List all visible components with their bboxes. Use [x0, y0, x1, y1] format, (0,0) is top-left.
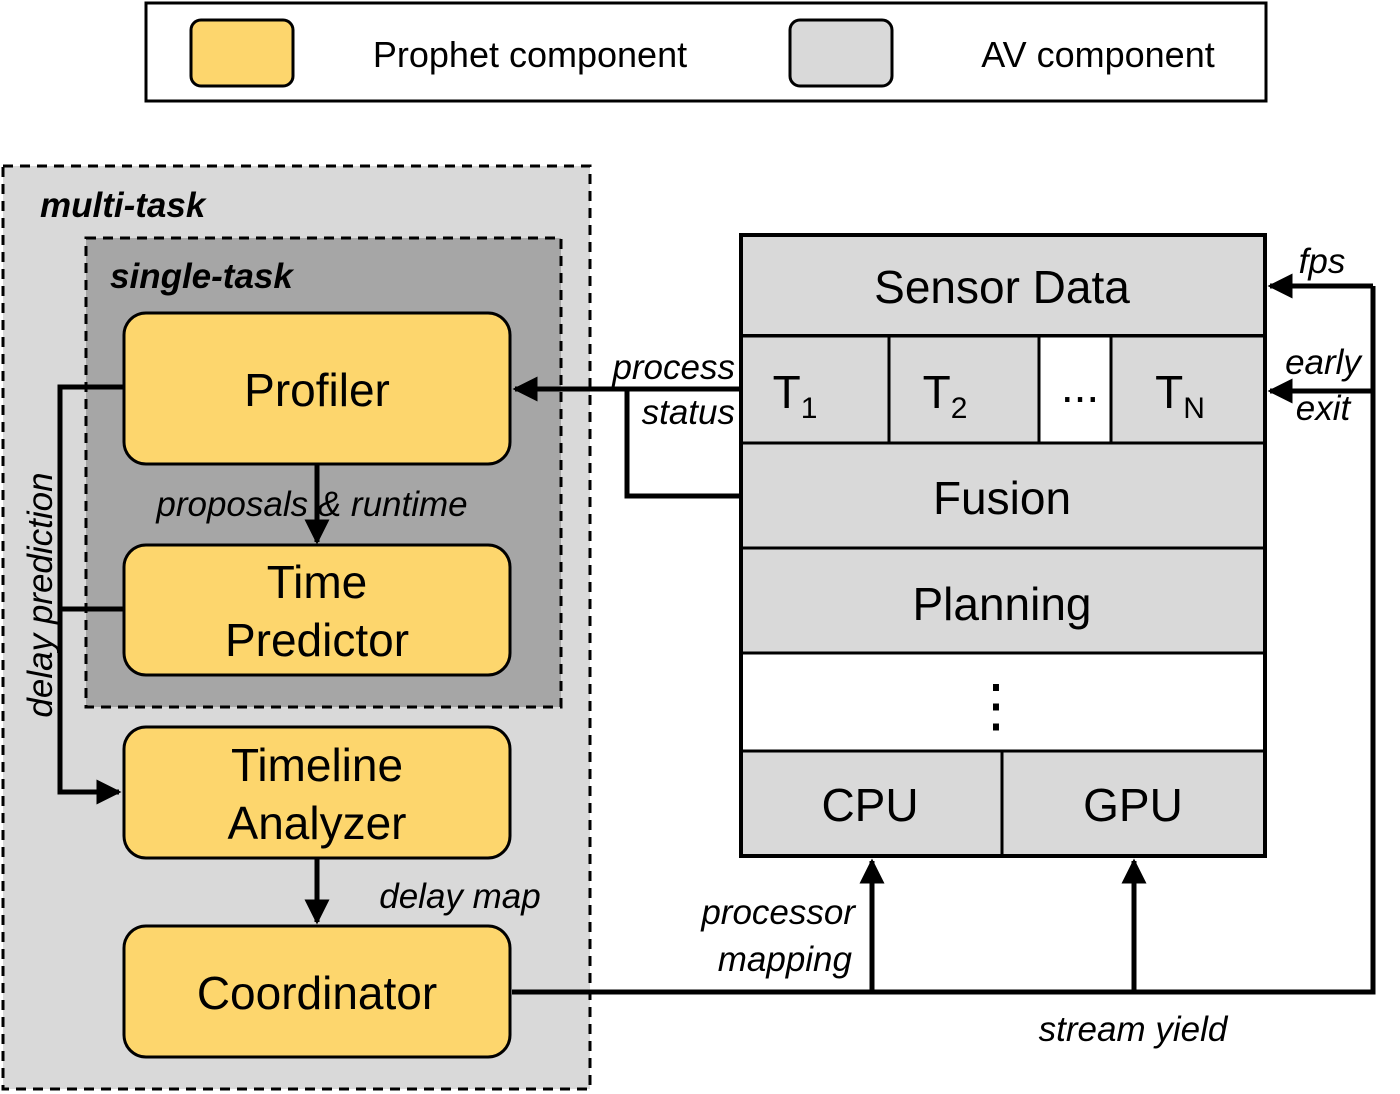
multi-task-label: multi-task	[40, 186, 207, 225]
profiler-box: Profiler	[122, 311, 512, 466]
sensor-data-label: Sensor Data	[874, 261, 1130, 313]
layer-ellipsis: ⋮	[967, 673, 1025, 738]
delay-map-label: delay map	[379, 877, 540, 916]
profiler-label: Profiler	[244, 364, 390, 416]
legend-av-swatch	[788, 18, 894, 88]
planning-label: Planning	[912, 578, 1091, 630]
timeline-analyzer-box: Timeline Analyzer	[122, 725, 512, 860]
task-label-1: T1	[773, 366, 818, 425]
timeline-analyzer-label-line1: Timeline	[231, 739, 403, 791]
status-label: status	[642, 393, 735, 432]
task-label-2: T2	[923, 366, 968, 425]
fusion-label: Fusion	[933, 472, 1071, 524]
planning-layer	[739, 546, 1267, 655]
stream-yield-label: stream yield	[1039, 1010, 1229, 1049]
proposals-runtime-label: proposals & runtime	[155, 485, 467, 524]
single-task-label: single-task	[110, 257, 294, 296]
fusion-status-connector	[624, 389, 741, 499]
time-predictor-label-line1: Time	[267, 556, 368, 608]
fusion-layer	[739, 441, 1267, 550]
task-ellipsis: ...	[1061, 360, 1099, 412]
time-predictor-box: Time Predictor	[122, 543, 512, 677]
sensor-data-layer	[739, 233, 1267, 338]
legend-prophet-label: Prophet component	[373, 34, 687, 75]
task-cell-n	[1109, 334, 1267, 445]
legend-av-label: AV component	[981, 34, 1214, 75]
coordinator-control-bus	[512, 286, 1376, 995]
av-stack-outline	[739, 233, 1267, 858]
process-label: process	[611, 348, 735, 387]
task-ellipsis-cell	[1037, 334, 1113, 445]
delay-prediction-connector	[57, 384, 124, 805]
coordinator-label: Coordinator	[197, 967, 437, 1019]
connectors	[57, 273, 1376, 995]
cpu-cell	[739, 749, 1004, 858]
legend-frame	[144, 1, 1268, 103]
legend: Prophet component AV component	[144, 1, 1268, 103]
av-stack: Sensor Data T1 T2 ... TN Fusion Planning…	[739, 233, 1267, 858]
early-label: early	[1285, 343, 1363, 382]
coordinator-box: Coordinator	[122, 924, 512, 1059]
task-label-n: TN	[1155, 366, 1205, 425]
layer-ellipsis-cell	[739, 651, 1267, 753]
task-cell-1	[739, 334, 891, 445]
task-cell-2	[887, 334, 1041, 445]
gpu-label: GPU	[1083, 779, 1183, 831]
processor-label: processor	[700, 893, 856, 932]
edge-labels: proposals & runtime delay prediction del…	[21, 242, 1363, 1049]
mapping-label: mapping	[718, 940, 853, 979]
timeline-analyzer-label-line2: Analyzer	[228, 797, 407, 849]
delay-prediction-label: delay prediction	[21, 472, 60, 717]
exit-label: exit	[1296, 389, 1352, 428]
time-predictor-label-line2: Predictor	[225, 614, 409, 666]
fps-label: fps	[1299, 242, 1346, 281]
cpu-label: CPU	[821, 779, 918, 831]
legend-prophet-swatch	[189, 18, 295, 88]
